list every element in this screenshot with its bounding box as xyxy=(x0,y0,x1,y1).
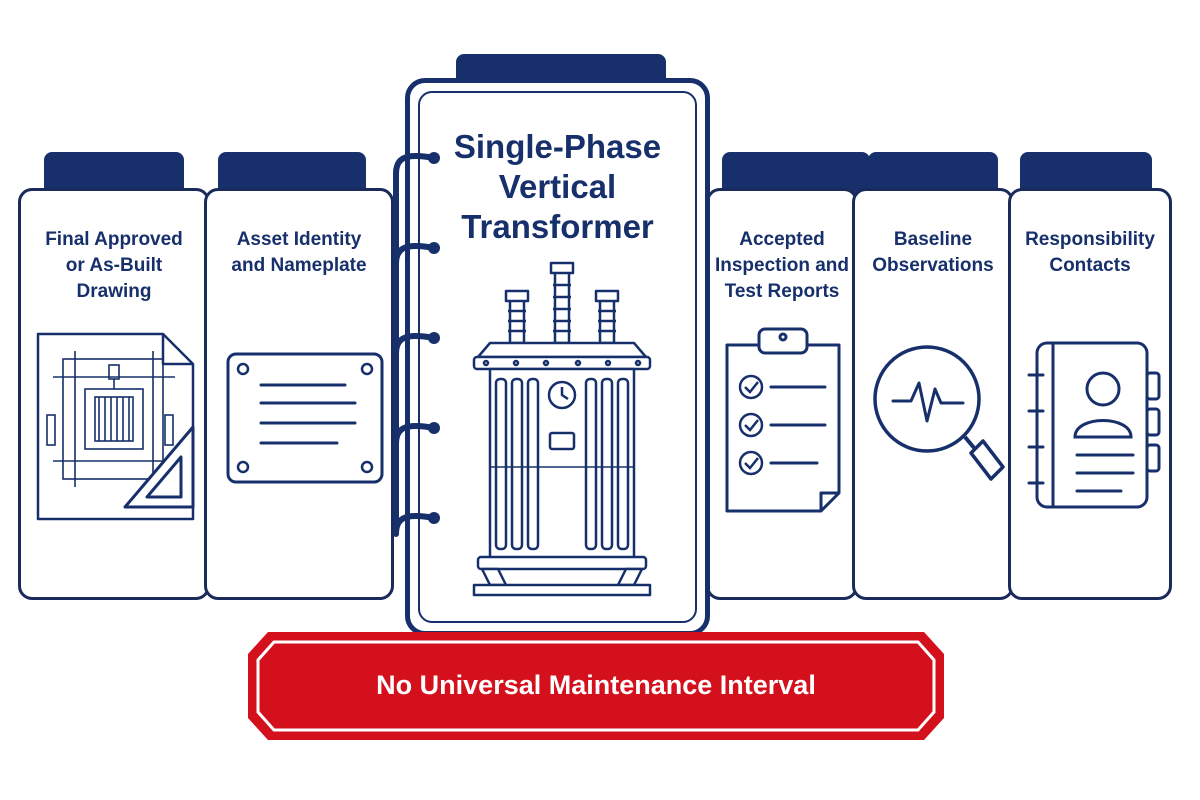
tab-inspection xyxy=(722,152,870,194)
card-baseline: Baseline Observations xyxy=(852,188,1014,600)
card-title-inspection: Accepted Inspection and Test Reports xyxy=(714,229,850,302)
banner-shape xyxy=(248,632,944,740)
tab-nameplate xyxy=(218,152,366,194)
card-title-baseline: Baseline Observations xyxy=(872,229,994,276)
card-inspection: Accepted Inspection and Test Reports xyxy=(706,188,858,600)
card-contacts: Responsibility Contacts xyxy=(1008,188,1172,600)
nameplate-icon xyxy=(226,352,384,484)
card-title-contacts: Responsibility Contacts xyxy=(1025,229,1155,276)
card-center: Single-Phase Vertical Transformer xyxy=(405,78,710,636)
card-title-nameplate: Asset Identity and Nameplate xyxy=(231,229,367,276)
card-nameplate: Asset Identity and Nameplate xyxy=(204,188,394,600)
contact-book-icon xyxy=(1027,341,1161,509)
card-title-drawing: Final Approved or As-Built Drawing xyxy=(45,229,183,302)
tab-drawing xyxy=(44,152,184,194)
center-inner-border xyxy=(418,91,697,623)
clipboard-checklist-icon xyxy=(725,327,841,513)
binder-rings xyxy=(393,152,440,537)
tab-contacts xyxy=(1020,152,1152,194)
drawing-set-square-icon xyxy=(36,332,195,521)
banner: No Universal Maintenance Interval xyxy=(246,630,946,742)
card-drawing: Final Approved or As-Built Drawing xyxy=(18,188,210,600)
magnifier-waveform-icon xyxy=(873,345,1005,481)
tab-baseline xyxy=(868,152,998,194)
banner-text: No Universal Maintenance Interval xyxy=(376,670,816,700)
transformer-icon xyxy=(472,261,652,597)
center-title: Single-Phase Vertical Transformer xyxy=(453,128,662,245)
